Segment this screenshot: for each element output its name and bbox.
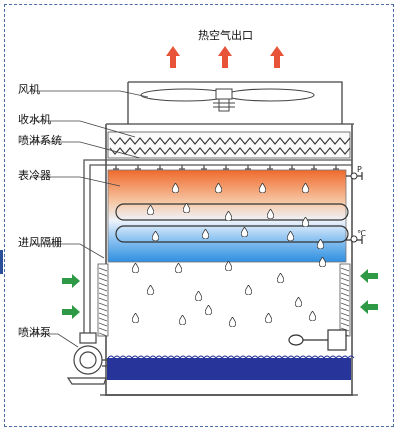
- louver-slat: [98, 292, 108, 297]
- louver-slat: [98, 277, 108, 282]
- louver-slat: [340, 312, 350, 317]
- water-droplet-icon: [175, 263, 182, 273]
- water-droplet-icon: [205, 305, 212, 315]
- spray-nozzle: [289, 165, 295, 170]
- inlet-louvers: [97, 263, 351, 337]
- water-droplet-icon: [195, 291, 202, 301]
- spray-header: [83, 159, 352, 333]
- spray-nozzle: [311, 165, 317, 170]
- louver-slat: [98, 317, 108, 322]
- water-droplet-icon: [277, 273, 284, 283]
- temperature-mark: ℃: [357, 229, 366, 238]
- pressure-mark: P: [357, 165, 362, 174]
- spray-nozzle: [157, 165, 163, 170]
- louver-slat: [340, 282, 350, 287]
- coil-label: 表冷器: [18, 169, 51, 182]
- spray-nozzle: [333, 165, 339, 170]
- water-droplet-icon: [295, 297, 302, 307]
- louver-slat: [98, 282, 108, 287]
- coil: P ℃: [107, 165, 366, 263]
- hot-air-outlet-label: 热空气出口: [198, 29, 253, 42]
- spray-nozzle: [223, 165, 229, 170]
- spray-nozzle: [245, 165, 251, 170]
- air-inlet-arrows: [62, 269, 378, 319]
- water-droplet-icon: [265, 313, 272, 323]
- thermometer-gauge: [350, 235, 358, 243]
- louver-slat: [340, 272, 350, 277]
- air-inlet-arrow-icon: [360, 300, 378, 314]
- drift-eliminator: [107, 131, 351, 159]
- spray-system-label: 喷淋系统: [18, 134, 62, 147]
- hot-air-arrows: [166, 46, 284, 68]
- water-droplet-icon: [147, 285, 154, 295]
- water-droplet-icon: [132, 313, 139, 323]
- louver-slat: [340, 267, 350, 272]
- inlet-louver-label: 进风隔栅: [18, 236, 62, 249]
- louver-slat: [98, 307, 108, 312]
- left-louver: [97, 263, 109, 337]
- louver-slat: [98, 287, 108, 292]
- air-inlet-arrow-icon: [62, 305, 80, 319]
- air-inlet-arrow-icon: [360, 269, 378, 283]
- water-droplet-icon: [245, 285, 252, 295]
- water-droplet-icon: [309, 311, 316, 321]
- louver-slat: [98, 327, 108, 332]
- spray-pump-label: 喷淋泵: [18, 326, 51, 339]
- louver-slat: [340, 317, 350, 322]
- edge-marker: [0, 250, 3, 274]
- fan-label: 风机: [18, 83, 40, 96]
- spray-nozzle: [179, 165, 185, 170]
- water-droplet-icon: [179, 315, 186, 325]
- louver-slat: [98, 332, 108, 337]
- louver-slat: [98, 272, 108, 277]
- float-valve: [288, 329, 347, 351]
- louver-slat: [98, 322, 108, 327]
- air-inlet-arrow-icon: [62, 274, 80, 288]
- fan: [140, 88, 315, 112]
- hot-air-outlet-arrow-icon: [270, 46, 284, 68]
- louver-slat: [98, 267, 108, 272]
- water-basin: [107, 355, 355, 380]
- water-droplet-icon: [225, 261, 232, 271]
- spray-nozzle: [135, 165, 141, 170]
- spray-nozzle: [267, 165, 273, 170]
- louver-slat: [340, 297, 350, 302]
- louver-slat: [340, 302, 350, 307]
- louver-slat: [340, 287, 350, 292]
- water-droplet-icon: [229, 317, 236, 327]
- spray-pump: [66, 332, 108, 385]
- louver-slat: [98, 312, 108, 317]
- tower-housing: [100, 81, 358, 396]
- spray-nozzle: [201, 165, 207, 170]
- pressure-gauge: [350, 172, 358, 180]
- louver-slat: [340, 292, 350, 297]
- hot-air-outlet-arrow-icon: [218, 46, 232, 68]
- louver-slat: [340, 307, 350, 312]
- louver-slat: [98, 297, 108, 302]
- spray-nozzle: [113, 165, 119, 170]
- leader-lines: [30, 90, 149, 348]
- louver-slat: [340, 322, 350, 327]
- louver-slat: [340, 277, 350, 282]
- drift-eliminator-label: 收水机: [18, 113, 51, 126]
- hot-air-outlet-arrow-icon: [166, 46, 180, 68]
- diagram-frame: [4, 4, 394, 427]
- louver-slat: [98, 302, 108, 307]
- water-droplet-icon: [132, 263, 139, 273]
